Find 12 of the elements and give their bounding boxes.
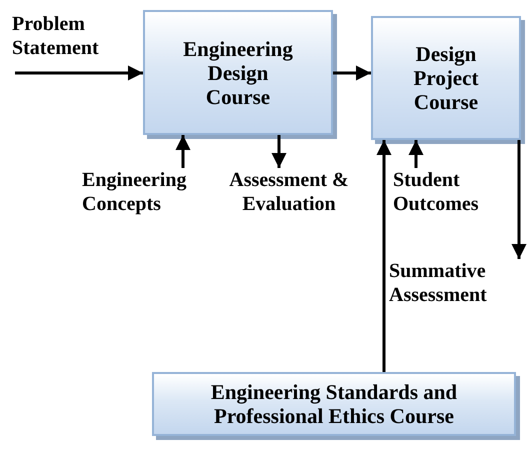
arrow [272,135,286,168]
arrow [333,66,371,80]
arrow [176,135,190,168]
arrow [15,66,143,80]
flow-label: Assessment & Evaluation [214,168,364,220]
flow-label: Engineering Concepts [82,168,190,220]
flow-label: Summative Assessment [389,259,513,311]
arrow [512,140,526,259]
flow-label: Problem Statement [12,12,136,62]
flow-label: Student Outcomes [393,168,517,220]
arrow [376,140,392,372]
arrow [408,140,424,168]
